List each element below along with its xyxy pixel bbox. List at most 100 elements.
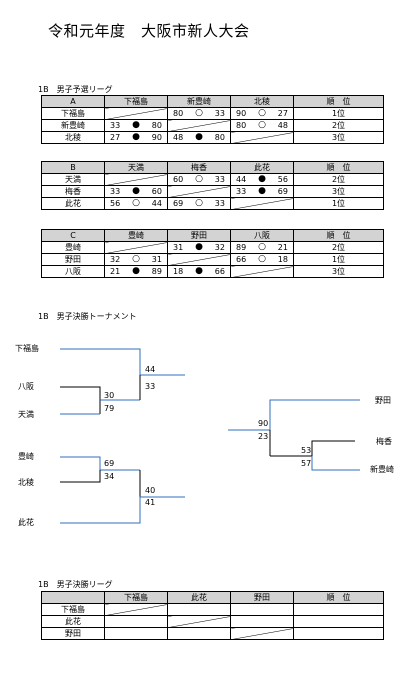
team-header: 天満 xyxy=(104,161,168,174)
bracket-line-winner xyxy=(228,399,360,431)
rank-cell: 1位 xyxy=(293,107,384,120)
team-header: 豊崎 xyxy=(104,229,168,242)
bracket-team: 下福島 xyxy=(15,344,39,353)
rank-cell xyxy=(293,603,384,616)
match-result: 66○18 xyxy=(230,253,294,266)
match-result: 21●89 xyxy=(104,265,168,278)
rank-cell xyxy=(293,615,384,628)
match-result xyxy=(230,603,294,616)
self-cell xyxy=(104,241,168,254)
match-result: 31●32 xyxy=(167,241,231,254)
team-name: 新豊崎 xyxy=(41,119,105,132)
match-result xyxy=(104,615,168,628)
match-result: 80○33 xyxy=(167,107,231,120)
team-header: 野田 xyxy=(167,229,231,242)
bracket-team: 豊崎 xyxy=(18,452,34,461)
match-result: 60○33 xyxy=(167,173,231,186)
match-result: 56○44 xyxy=(104,197,168,210)
bracket-line-winner xyxy=(60,496,185,524)
match-result: 80○48 xyxy=(230,119,294,132)
bracket-score: 69 xyxy=(104,459,115,468)
bracket-score: 34 xyxy=(104,472,115,481)
page-title: 令和元年度 大阪市新人大会 xyxy=(48,22,250,40)
match-result: 44●56 xyxy=(230,173,294,186)
self-cell xyxy=(230,197,294,210)
bracket-line-winner xyxy=(60,456,140,471)
rank-cell: 2位 xyxy=(293,241,384,254)
rank-header: 順 位 xyxy=(293,591,384,604)
rank-header: 順 位 xyxy=(293,95,384,108)
bracket-score: 33 xyxy=(145,382,156,391)
tournament-bracket xyxy=(60,348,360,524)
bracket-team: 野田 xyxy=(375,396,391,405)
bracket-team: 梅香 xyxy=(376,437,392,446)
final-league-table: 下福島 此花 野田 順 位 下福島 此花 野田 xyxy=(41,591,384,640)
group-name: B xyxy=(41,161,105,174)
group-c-table: C 豊崎 野田 八阪 順 位 豊崎 31●32 89○21 2位 野田 32○3… xyxy=(41,229,384,278)
rank-cell: 2位 xyxy=(293,173,384,186)
bracket-score: 23 xyxy=(258,432,269,441)
team-header: 八阪 xyxy=(230,229,294,242)
team-header: 下福島 xyxy=(104,95,168,108)
team-name: 天満 xyxy=(41,173,105,186)
prelim-section-title: 1B 男子予選リーグ xyxy=(38,85,113,94)
team-name: 八阪 xyxy=(41,265,105,278)
match-result xyxy=(230,615,294,628)
match-result: 89○21 xyxy=(230,241,294,254)
match-result: 33●69 xyxy=(230,185,294,198)
team-header: 梅香 xyxy=(167,161,231,174)
rank-header: 順 位 xyxy=(293,229,384,242)
bracket-line-winner xyxy=(60,399,140,415)
team-header: 此花 xyxy=(230,161,294,174)
self-cell xyxy=(167,119,231,132)
bracket-team: 新豊崎 xyxy=(370,465,394,474)
team-name: 此花 xyxy=(41,197,105,210)
group-name: A xyxy=(41,95,105,108)
bracket-score: 57 xyxy=(301,459,312,468)
bracket-team: 八阪 xyxy=(18,382,34,391)
self-cell xyxy=(230,265,294,278)
match-result: 69○33 xyxy=(167,197,231,210)
bracket-line-winner xyxy=(311,456,360,471)
bracket-score: 53 xyxy=(301,446,312,455)
bracket-team: 天満 xyxy=(18,410,34,419)
bracket-line-winner xyxy=(60,348,185,376)
group-b-table: B 天満 梅香 此花 順 位 天満 60○33 44●56 2位 梅香 33●6… xyxy=(41,161,384,210)
team-header: 北稜 xyxy=(230,95,294,108)
bracket-score: 40 xyxy=(145,486,156,495)
group-a-table: A 下福島 新豊崎 北稜 順 位 下福島 80○33 90○27 1位 新豊崎 … xyxy=(41,95,384,144)
team-header: 野田 xyxy=(230,591,294,604)
self-cell xyxy=(167,185,231,198)
match-result: 90○27 xyxy=(230,107,294,120)
rank-cell: 3位 xyxy=(293,265,384,278)
bracket-score: 79 xyxy=(104,404,115,413)
final-section-title: 1B 男子決勝リーグ xyxy=(38,580,113,589)
match-result: 33●60 xyxy=(104,185,168,198)
self-cell xyxy=(167,253,231,266)
match-result xyxy=(167,627,231,640)
bracket-score: 44 xyxy=(145,365,156,374)
self-cell xyxy=(104,603,168,616)
team-header: 新豊崎 xyxy=(167,95,231,108)
match-result: 18●66 xyxy=(167,265,231,278)
match-result: 33●80 xyxy=(104,119,168,132)
match-result: 48●80 xyxy=(167,131,231,144)
self-cell xyxy=(230,627,294,640)
self-cell xyxy=(104,173,168,186)
team-name: 下福島 xyxy=(41,603,105,616)
bracket-team: 此花 xyxy=(18,518,34,527)
team-name: 下福島 xyxy=(41,107,105,120)
team-name: 梅香 xyxy=(41,185,105,198)
bracket-line xyxy=(60,386,101,414)
team-header: 下福島 xyxy=(104,591,168,604)
tournament-section-title: 1B 男子決勝トーナメント xyxy=(38,312,137,321)
self-cell xyxy=(230,131,294,144)
rank-cell: 3位 xyxy=(293,185,384,198)
team-name: 野田 xyxy=(41,253,105,266)
team-header: 此花 xyxy=(167,591,231,604)
team-name: 野田 xyxy=(41,627,105,640)
rank-header: 順 位 xyxy=(293,161,384,174)
bracket-line xyxy=(270,440,355,457)
rank-cell xyxy=(293,627,384,640)
group-name: C xyxy=(41,229,105,242)
